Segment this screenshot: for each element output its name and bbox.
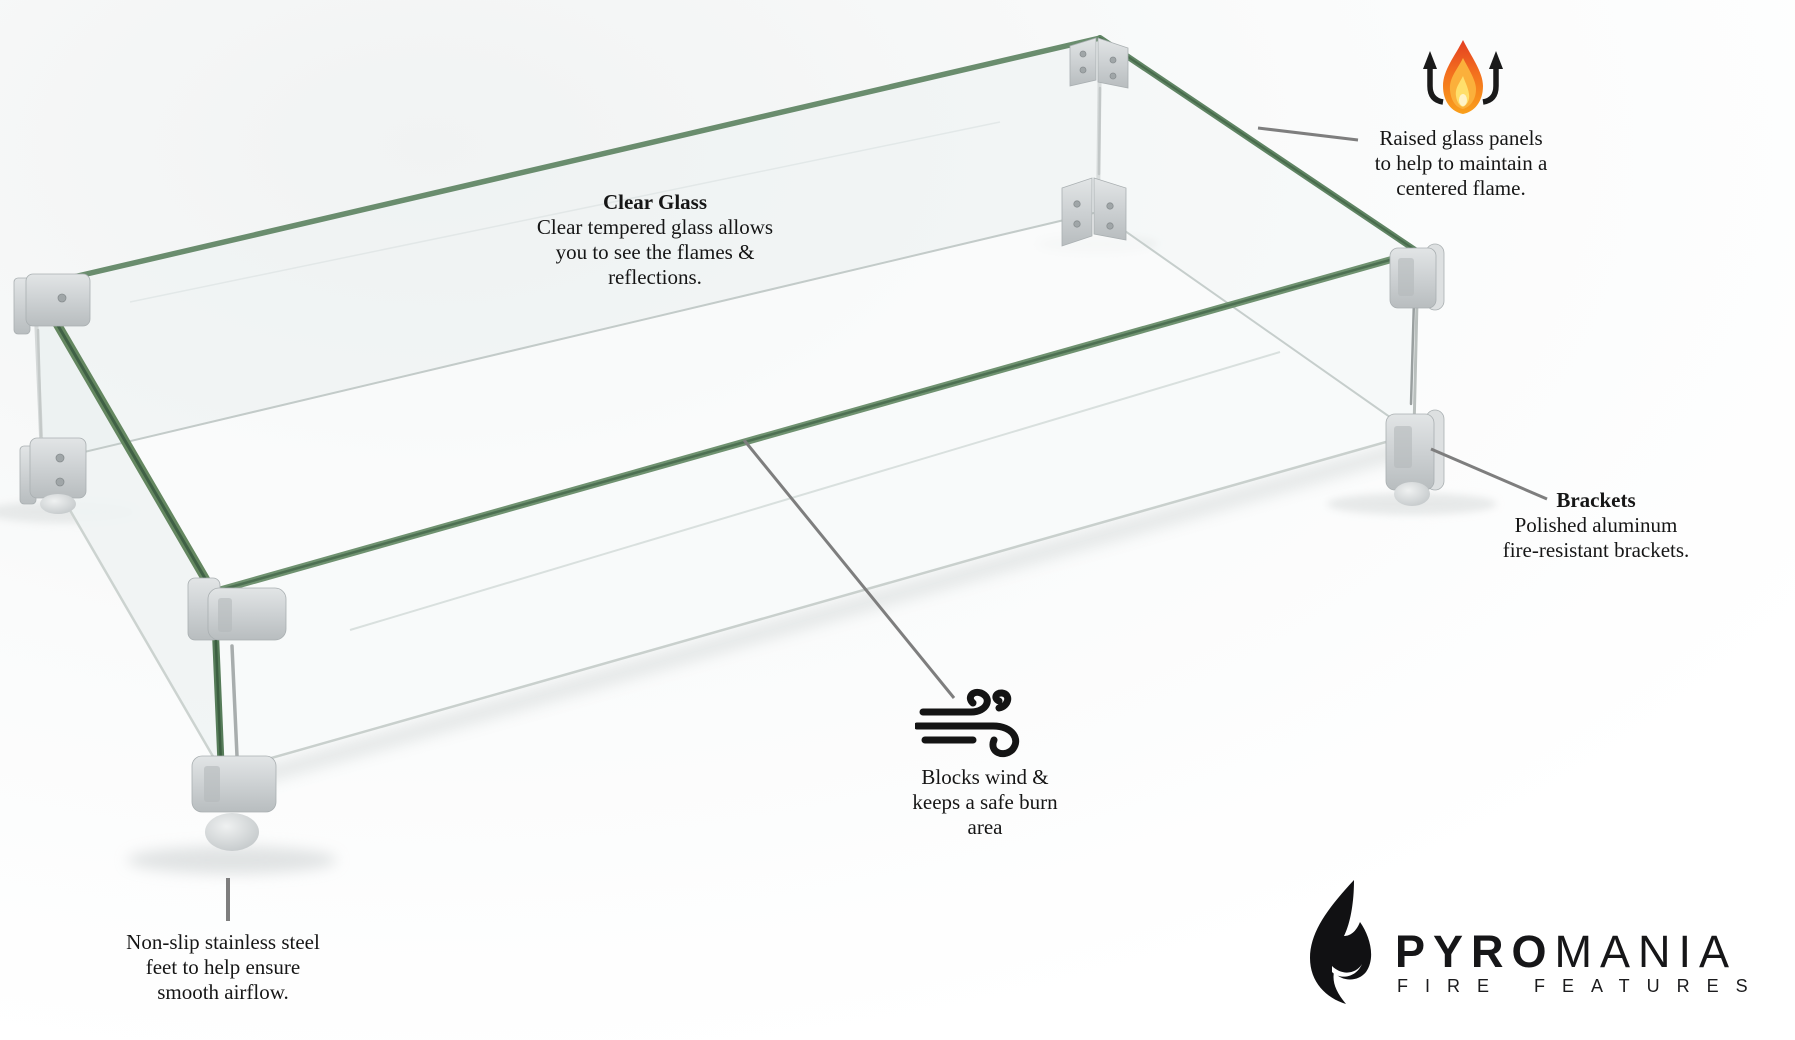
bracket-back-top [1069,37,1129,89]
leader-lines [226,126,1548,921]
wind-graphic [913,688,1020,758]
annotation-raised-panels: Raised glass panels to help to maintain … [1346,126,1576,201]
glass-reflection-line [349,351,1281,631]
clear-glass-body: Clear tempered glass allows you to see t… [536,215,774,289]
leader-wind [742,439,956,699]
brand-wordmark-light: MANIA [1554,926,1738,977]
rim-back-left [32,35,1103,289]
brand-wordmark: PYROMANIA [1395,926,1775,978]
pyromania-logo: PYROMANIA FIRE FEATURES [1298,878,1778,1008]
feet-body: Non-slip stainless steel feet to help en… [126,930,320,1004]
glass-bottom-edges [40,211,1416,774]
leader-raised-panels [1257,126,1359,142]
bracket-left-top [13,273,91,335]
annotation-brackets: Brackets Polished aluminum fire-resistan… [1476,488,1716,563]
bracket-front-bottom [191,755,277,851]
bracket-back-mid [1061,177,1127,247]
foot-front [205,813,259,851]
foot-left [40,494,76,514]
raised-panels-body: Raised glass panels to help to maintain … [1374,126,1548,200]
annotation-wind: Blocks wind & keeps a safe burn area [865,765,1105,840]
brand-tagline: FIRE FEATURES [1397,976,1765,996]
annotation-clear-glass: Clear Glass Clear tempered glass allows … [520,190,790,290]
foot-right [1394,482,1430,506]
wind-icon [913,688,1040,766]
bracket-right-top [1389,243,1445,311]
leader-brackets [1430,447,1548,501]
flame-up-arrows-graphic [1423,40,1503,114]
bracket-left-low [19,437,87,514]
bracket-right-bottom [1385,409,1445,506]
aluminum-brackets [13,37,1445,851]
annotation-feet: Non-slip stainless steel feet to help en… [88,930,358,1005]
brackets-heading: Brackets [1556,488,1636,512]
brackets-body: Polished aluminum fire-resistant bracket… [1502,513,1690,562]
bracket-front-top [187,577,287,641]
pyromania-flame-icon [1310,880,1372,1004]
wind-body: Blocks wind & keeps a safe burn area [912,765,1058,839]
glass-reflection-line-2 [129,121,1001,303]
clear-glass-heading: Clear Glass [602,190,708,214]
brand-wordmark-bold: PYRO [1395,926,1555,977]
flame-with-up-arrows-icon [1419,36,1507,122]
